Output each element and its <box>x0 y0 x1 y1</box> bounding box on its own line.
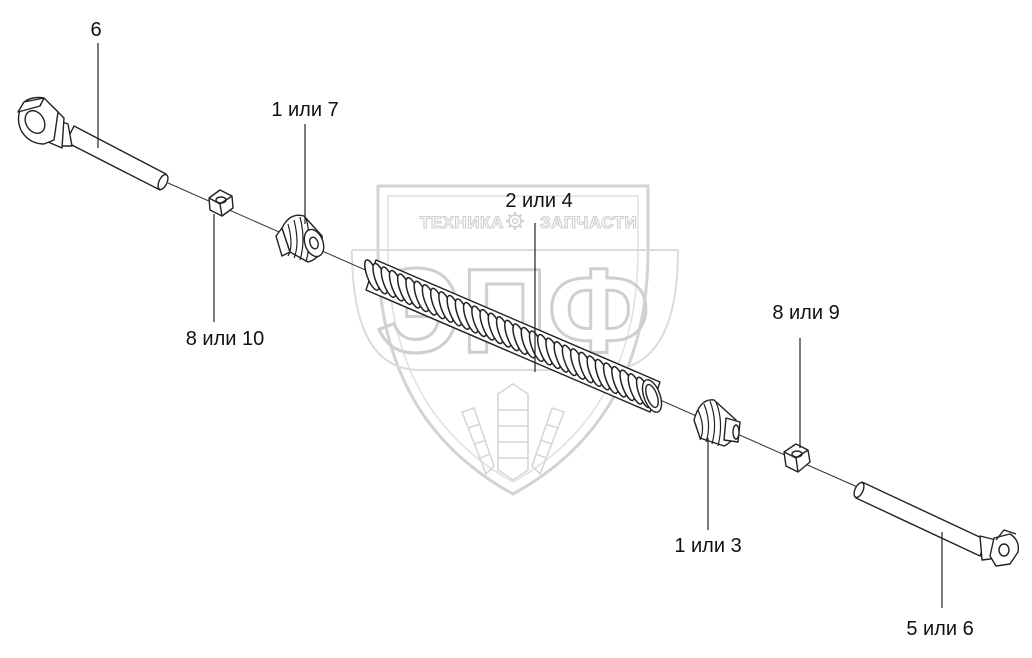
callout-spring: 2 или 4 <box>505 190 572 212</box>
wheat-icon <box>460 383 566 481</box>
bushing-bottom <box>693 399 741 447</box>
spring-coils <box>364 259 660 412</box>
watermark-shield <box>376 184 650 496</box>
callout-rod-top: 6 <box>90 19 101 41</box>
leader-lines <box>97 43 943 608</box>
nut-bottom <box>783 443 811 473</box>
callout-bushing-top: 1 или 7 <box>271 99 338 121</box>
callout-nut-bottom: 8 или 9 <box>772 302 839 324</box>
nut-top <box>208 189 234 217</box>
callout-rod-bottom: 5 или 6 <box>906 618 973 640</box>
rod-top <box>17 96 169 191</box>
watermark-right-text: ЗАПЧАСТИ <box>540 213 637 232</box>
callout-nut-top: 8 или 10 <box>186 328 265 350</box>
bushing-top <box>275 214 325 263</box>
gear-icon <box>506 212 524 230</box>
spring <box>364 259 663 413</box>
watermark-left-text: ТЕХНИКА <box>420 213 504 232</box>
callout-bushing-bottom: 1 или 3 <box>674 535 741 557</box>
callout-labels: 6 1 или 7 2 или 4 8 или 10 8 или 9 1 или… <box>90 19 973 640</box>
rod-bottom <box>853 481 1020 567</box>
watermark-logo: ТЕХНИКА ЗАПЧАСТИ ЭПФ <box>351 184 679 496</box>
